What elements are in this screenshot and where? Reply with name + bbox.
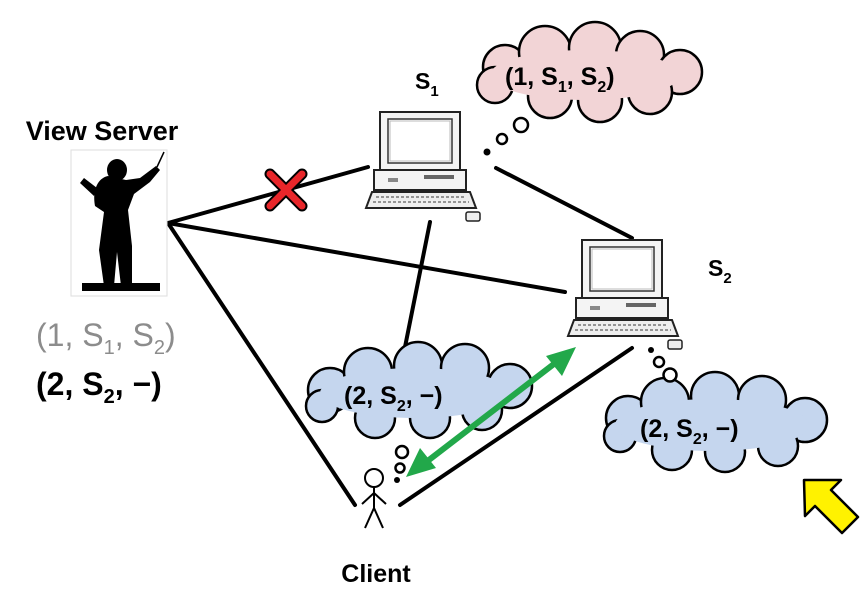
client-view-thought-cloud [304,340,534,483]
s2-view-thought-cloud [602,347,829,474]
link-failure-x-icon [264,168,308,212]
link-s1-s2 [494,166,634,240]
s2-label: S2 [708,255,732,287]
client-view-text: (2, S2, −) [344,382,443,415]
link-s2-client [398,346,634,507]
s2-computer-icon [567,239,683,350]
view-server-image [70,149,168,297]
client-label: Client [341,560,411,588]
link-viewserver-client [166,221,357,507]
link-viewserver-s1 [166,165,370,225]
network-links [166,165,634,507]
client-s2-communication-arrow [406,347,576,477]
s1-view-thought-cloud [475,20,704,156]
conductor-icon [80,151,165,291]
link-s1-client [402,220,432,354]
view-server-label: View Server [26,116,179,146]
s1-computer-icon [365,111,481,222]
view-server-new-view: (2, S2, −) [36,366,162,408]
s1-label: S1 [415,68,439,100]
pointer-arrow-icon [802,478,860,535]
client-person-icon [361,468,387,529]
view-server-old-view: (1, S1, S2) [36,317,176,359]
s1-view-text: (1, S1, S2) [505,63,615,96]
link-viewserver-s2 [166,221,567,294]
s2-view-text: (2, S2, −) [640,415,739,448]
